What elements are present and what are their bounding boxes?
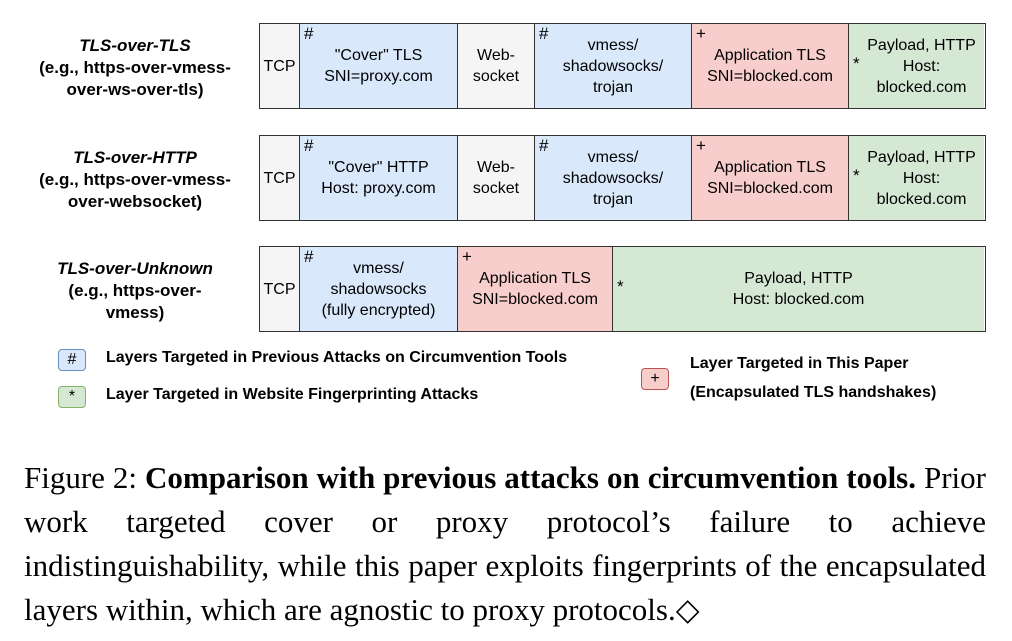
- layer-proxy-protocol: #vmess/ shadowsocks/ trojan: [535, 136, 692, 220]
- row-subtitle: (e.g., https-over- vmess): [68, 281, 202, 322]
- legend-plus-swatch: +: [641, 368, 669, 390]
- hash-mark: #: [304, 247, 314, 266]
- plus-mark: +: [696, 136, 706, 155]
- row-subtitle: (e.g., https-over-vmess- over-websocket): [39, 170, 231, 211]
- plus-mark: +: [462, 247, 472, 266]
- star-mark: *: [853, 54, 860, 74]
- caption-prefix: Figure 2:: [24, 460, 146, 495]
- layer-websocket: Web- socket: [458, 136, 535, 220]
- layer-cover-http: #"Cover" HTTP Host: proxy.com: [300, 136, 458, 220]
- hash-mark: #: [539, 24, 549, 43]
- hash-mark: #: [304, 136, 314, 155]
- legend-plus-text-line2: (Encapsulated TLS handshakes): [690, 384, 937, 401]
- layer-tcp: TCP: [260, 136, 300, 220]
- caption-rest: Prior work targeted cover or proxy proto…: [24, 460, 986, 627]
- layer-proxy-protocol: #vmess/ shadowsocks (fully encrypted): [300, 247, 458, 331]
- legend-hash-swatch: #: [58, 349, 86, 371]
- row-title: TLS-over-TLS: [79, 36, 191, 55]
- layer-application-tls: +Application TLS SNI=blocked.com: [692, 24, 849, 108]
- row-label-tls-over-http: TLS-over-HTTP (e.g., https-over-vmess- o…: [10, 147, 260, 213]
- layer-application-tls: +Application TLS SNI=blocked.com: [458, 247, 613, 331]
- star-mark: *: [617, 277, 624, 297]
- star-mark: *: [853, 166, 860, 186]
- row-label-tls-over-unknown: TLS-over-Unknown (e.g., https-over- vmes…: [10, 258, 260, 324]
- legend-plus-text-line1: Layer Targeted in This Paper: [690, 355, 909, 372]
- layer-payload: *Payload, HTTP Host: blocked.com: [849, 136, 984, 220]
- layer-payload: *Payload, HTTP Host: blocked.com: [613, 247, 984, 331]
- legend-star-text: Layer Targeted in Website Fingerprinting…: [106, 386, 479, 403]
- plus-mark: +: [696, 24, 706, 43]
- row-label-tls-over-tls: TLS-over-TLS (e.g., https-over-vmess- ov…: [10, 35, 260, 101]
- row-subtitle: (e.g., https-over-vmess- over-ws-over-tl…: [39, 58, 231, 99]
- layer-websocket: Web- socket: [458, 24, 535, 108]
- hash-mark: #: [304, 24, 314, 43]
- layer-tcp: TCP: [260, 247, 300, 331]
- layer-cover-tls: #"Cover" TLS SNI=proxy.com: [300, 24, 458, 108]
- row-title: TLS-over-Unknown: [57, 259, 213, 278]
- layer-application-tls: +Application TLS SNI=blocked.com: [692, 136, 849, 220]
- layer-stack-tls-over-http: TCP #"Cover" HTTP Host: proxy.com Web- s…: [259, 135, 986, 221]
- layer-stack-tls-over-tls: TCP #"Cover" TLS SNI=proxy.com Web- sock…: [259, 23, 986, 109]
- caption-bold: Comparison with previous attacks on circ…: [145, 460, 916, 495]
- legend-hash-text: Layers Targeted in Previous Attacks on C…: [106, 349, 568, 366]
- row-title: TLS-over-HTTP: [73, 148, 197, 167]
- figure-caption: Figure 2: Comparison with previous attac…: [24, 456, 986, 632]
- layer-payload: *Payload, HTTP Host: blocked.com: [849, 24, 984, 108]
- legend-star-swatch: *: [58, 386, 86, 408]
- layer-tcp: TCP: [260, 24, 300, 108]
- hash-mark: #: [539, 136, 549, 155]
- layer-stack-tls-over-unknown: TCP #vmess/ shadowsocks (fully encrypted…: [259, 246, 986, 332]
- layer-proxy-protocol: #vmess/ shadowsocks/ trojan: [535, 24, 692, 108]
